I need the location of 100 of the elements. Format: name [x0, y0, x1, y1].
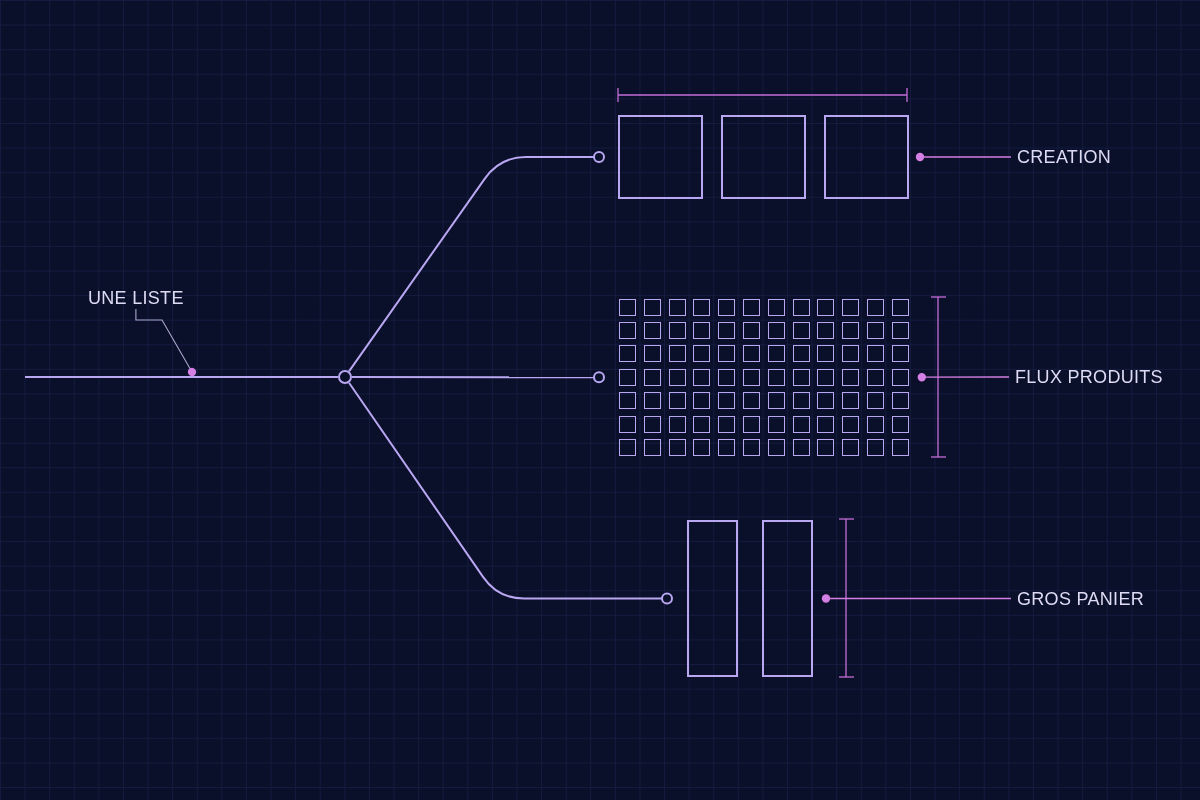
grid-square [792, 368, 810, 386]
leader-line [917, 373, 1010, 382]
connector-line [348, 381, 673, 605]
grid-square [743, 438, 760, 456]
grid-square [792, 392, 810, 410]
grid-square [668, 321, 686, 339]
leader-line [915, 152, 1012, 162]
square-outline [824, 115, 909, 199]
callout-label: CREATION [1017, 146, 1112, 168]
grid-square [619, 345, 636, 363]
grid-square [817, 345, 835, 363]
grid-square [718, 321, 736, 339]
grid-square [767, 321, 785, 339]
grid-square [767, 298, 785, 316]
grid-square [792, 298, 810, 316]
grid-square [743, 298, 760, 316]
grid-square [867, 438, 884, 456]
grid-square [842, 415, 860, 433]
grid-square [867, 345, 884, 363]
grid-square [891, 345, 909, 363]
connector-line [24, 376, 339, 378]
grid-square [619, 438, 636, 456]
grid-square [817, 392, 835, 410]
grid-square [668, 368, 686, 386]
leader-line [821, 594, 1012, 603]
grid-square [767, 392, 785, 410]
grid-square [867, 298, 884, 316]
grid-square [643, 368, 661, 386]
grid-square [842, 368, 860, 386]
grid-square [767, 368, 785, 386]
square-outline [721, 115, 806, 199]
grid-square [891, 321, 909, 339]
grid-square [668, 392, 686, 410]
grid-square [842, 321, 860, 339]
grid-square [693, 321, 711, 339]
grid-square [891, 392, 909, 410]
grid-square [693, 368, 711, 386]
grid-square [743, 392, 760, 410]
tall-rectangle [762, 520, 813, 677]
grid-square [743, 415, 760, 433]
grid-square [693, 415, 711, 433]
grid-square [842, 298, 860, 316]
grid-square [817, 321, 835, 339]
grid-square [891, 368, 909, 386]
connector-line [348, 151, 605, 373]
grid-square [718, 438, 736, 456]
grid-square [718, 415, 736, 433]
grid-square [792, 415, 810, 433]
grid-square [718, 345, 736, 363]
grid-square [867, 415, 884, 433]
grid-square [619, 392, 636, 410]
grid-square [668, 438, 686, 456]
grid-square [668, 298, 686, 316]
grid-square [693, 392, 711, 410]
grid-square [767, 415, 785, 433]
square-outline [618, 115, 703, 199]
grid-square [891, 298, 909, 316]
grid-square [743, 368, 760, 386]
callout-label: FLUX PRODUITS [1015, 366, 1163, 388]
grid-square [867, 368, 884, 386]
grid-square [693, 298, 711, 316]
grid-square [693, 345, 711, 363]
grid-square [718, 392, 736, 410]
grid-square [718, 368, 736, 386]
callout-label: GROS PANIER [1017, 587, 1144, 610]
grid-square [792, 321, 810, 339]
grid-square [767, 438, 785, 456]
tall-rectangle [687, 520, 738, 677]
grid-square [891, 438, 909, 456]
grid-square [767, 345, 785, 363]
leader-line [135, 308, 197, 377]
grid-square [643, 415, 661, 433]
grid-square [619, 321, 636, 339]
grid-square [643, 298, 661, 316]
connector-line [351, 371, 605, 384]
grid-square [718, 298, 736, 316]
grid-square [668, 345, 686, 363]
grid-square [619, 298, 636, 316]
grid-square [643, 438, 661, 456]
grid-square [792, 345, 810, 363]
grid-square [643, 321, 661, 339]
grid-square [867, 321, 884, 339]
grid-square [867, 392, 884, 410]
grid-square [643, 345, 661, 363]
grid-square [743, 321, 760, 339]
grid-square [817, 438, 835, 456]
grid-square [842, 392, 860, 410]
grid-square [743, 345, 760, 363]
grid-square [817, 415, 835, 433]
junction-circle [338, 370, 352, 384]
grid-square [668, 415, 686, 433]
grid-square [842, 345, 860, 363]
grid-square [792, 438, 810, 456]
grid-square [643, 392, 661, 410]
grid-square [619, 415, 636, 433]
callout-label: UNE LISTE [88, 287, 184, 309]
grid-square [619, 368, 636, 386]
grid-square [693, 438, 711, 456]
grid-square [842, 438, 860, 456]
grid-square [817, 368, 835, 386]
